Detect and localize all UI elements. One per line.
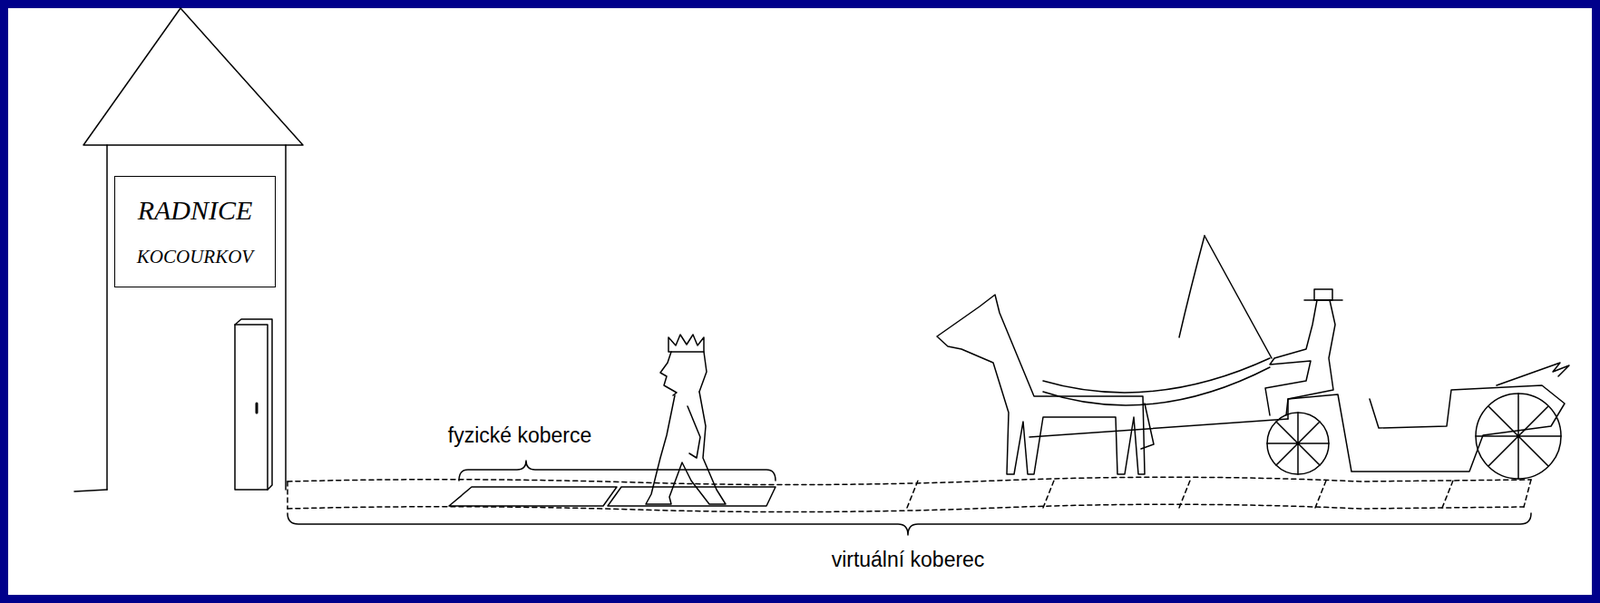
carriage-wheel — [1475, 393, 1561, 479]
tower-roof — [83, 8, 303, 146]
whip — [1204, 235, 1272, 359]
virtual-carpet-edge — [287, 477, 1532, 485]
king-body — [645, 391, 726, 505]
physical-carpet — [448, 487, 617, 507]
carriage-wheel — [1267, 412, 1329, 475]
whip — [1179, 235, 1205, 338]
king-crown — [668, 334, 704, 352]
harness — [1043, 367, 1270, 406]
king-arm — [687, 406, 701, 459]
virtual-carpet-edge — [287, 479, 1532, 509]
carriage-ornament — [1496, 362, 1570, 386]
brace — [287, 513, 1532, 536]
wheel-spokes — [1267, 412, 1329, 475]
sign-subtitle: KOCOURKOV — [136, 245, 254, 269]
driver-hat — [1314, 289, 1333, 301]
ground-line — [74, 489, 108, 492]
carriage-shaft — [1029, 419, 1288, 438]
carriage-body — [1287, 385, 1565, 472]
sign-title: RADNICE — [137, 195, 254, 226]
tower-wall — [284, 145, 287, 490]
brace-label: virtuální koberec — [831, 547, 986, 573]
horse-tail — [1141, 403, 1154, 449]
harness — [1043, 358, 1270, 393]
horse — [936, 294, 1145, 475]
king-head — [660, 351, 707, 396]
door — [234, 324, 268, 490]
slide-background — [8, 8, 1592, 596]
door-open-edge — [234, 319, 273, 490]
tower-wall — [106, 145, 108, 490]
door-knob — [255, 403, 259, 413]
virtual-carpet-seam — [907, 480, 1454, 508]
brace-label: fyzické koberce — [448, 423, 593, 449]
physical-carpet — [607, 487, 776, 507]
brace — [458, 460, 776, 481]
wheel-spokes — [1475, 393, 1561, 479]
sign-board: RADNICE KOCOURKOV — [114, 175, 276, 288]
